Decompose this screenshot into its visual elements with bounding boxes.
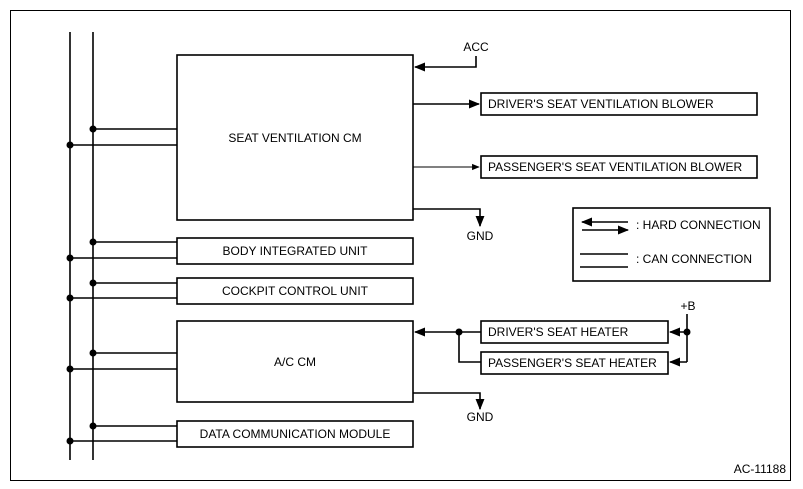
figure-id: AC-11188 (734, 462, 787, 476)
seat-ventilation-cm-group: SEAT VENTILATION CM (66, 54, 414, 221)
acc-label: ACC (463, 40, 489, 54)
cockpit-control-unit-box (176, 277, 414, 305)
heater-branch (458, 332, 481, 363)
can-bus (69, 32, 94, 460)
cockpit-control-unit-group: COCKPIT CONTROL UNIT (66, 277, 414, 305)
data-communication-module-box (176, 420, 414, 448)
can-junction (66, 254, 74, 262)
can-junction (66, 365, 74, 373)
can-junction (89, 349, 97, 357)
can-junction (66, 437, 74, 445)
gnd-top: GND (413, 208, 494, 243)
passenger-seat-heater-box (480, 351, 669, 375)
legend-hard-connection-label: : HARD CONNECTION (636, 218, 761, 232)
passenger-seat-ventilation-blower-group: PASSENGER'S SEAT VENTILATION BLOWER (413, 155, 758, 179)
can-junction (89, 125, 97, 133)
data-communication-module-label: DATA COMMUNICATION MODULE (200, 427, 391, 441)
passenger-seat-ventilation-blower-box (480, 155, 758, 179)
passenger-seat-heater-label: PASSENGER'S SEAT HEATER (488, 356, 657, 370)
can-junction (66, 294, 74, 302)
body-integrated-unit-label: BODY INTEGRATED UNIT (223, 244, 369, 258)
plus-b-label: +B (680, 299, 695, 313)
ac-cm-box (176, 320, 414, 403)
ac-cm-group: A/C CM (66, 320, 414, 403)
cockpit-control-unit-label: COCKPIT CONTROL UNIT (222, 284, 369, 298)
gnd-hard-connection (413, 392, 485, 411)
seat-heaters-group: DRIVER'S SEAT HEATER PASSENGER'S SEAT HE… (413, 299, 696, 375)
acc-input: ACC (413, 40, 489, 72)
data-communication-module-group: DATA COMMUNICATION MODULE (66, 420, 414, 448)
gnd-bottom-label: GND (467, 410, 494, 424)
seat-ventilation-cm-box (176, 54, 414, 221)
gnd-top-label: GND (467, 229, 494, 243)
driver-seat-heater-label: DRIVER'S SEAT HEATER (488, 325, 629, 339)
gnd-hard-connection (413, 208, 485, 228)
legend-box (572, 207, 771, 282)
legend-can-connection-label: : CAN CONNECTION (636, 252, 752, 266)
driver-seat-ventilation-blower-box (480, 92, 758, 116)
can-junction (89, 422, 97, 430)
can-junction (89, 238, 97, 246)
diagram-frame (10, 10, 791, 481)
can-junction (89, 279, 97, 287)
seat-ventilation-cm-label: SEAT VENTILATION CM (228, 131, 361, 145)
acc-hard-connection (413, 56, 477, 72)
driver-seat-ventilation-blower-group: DRIVER'S SEAT VENTILATION BLOWER (413, 92, 758, 116)
gnd-bottom: GND (413, 392, 494, 424)
driver-seat-ventilation-blower-label: DRIVER'S SEAT VENTILATION BLOWER (488, 97, 714, 111)
body-integrated-unit-group: BODY INTEGRATED UNIT (66, 237, 414, 265)
heater-junction (455, 328, 463, 336)
can-junction (66, 141, 74, 149)
body-integrated-unit-box (176, 237, 414, 265)
passenger-seat-ventilation-blower-label: PASSENGER'S SEAT VENTILATION BLOWER (488, 160, 742, 174)
legend: : HARD CONNECTION : CAN CONNECTION (572, 207, 771, 282)
ac-cm-label: A/C CM (274, 355, 316, 369)
